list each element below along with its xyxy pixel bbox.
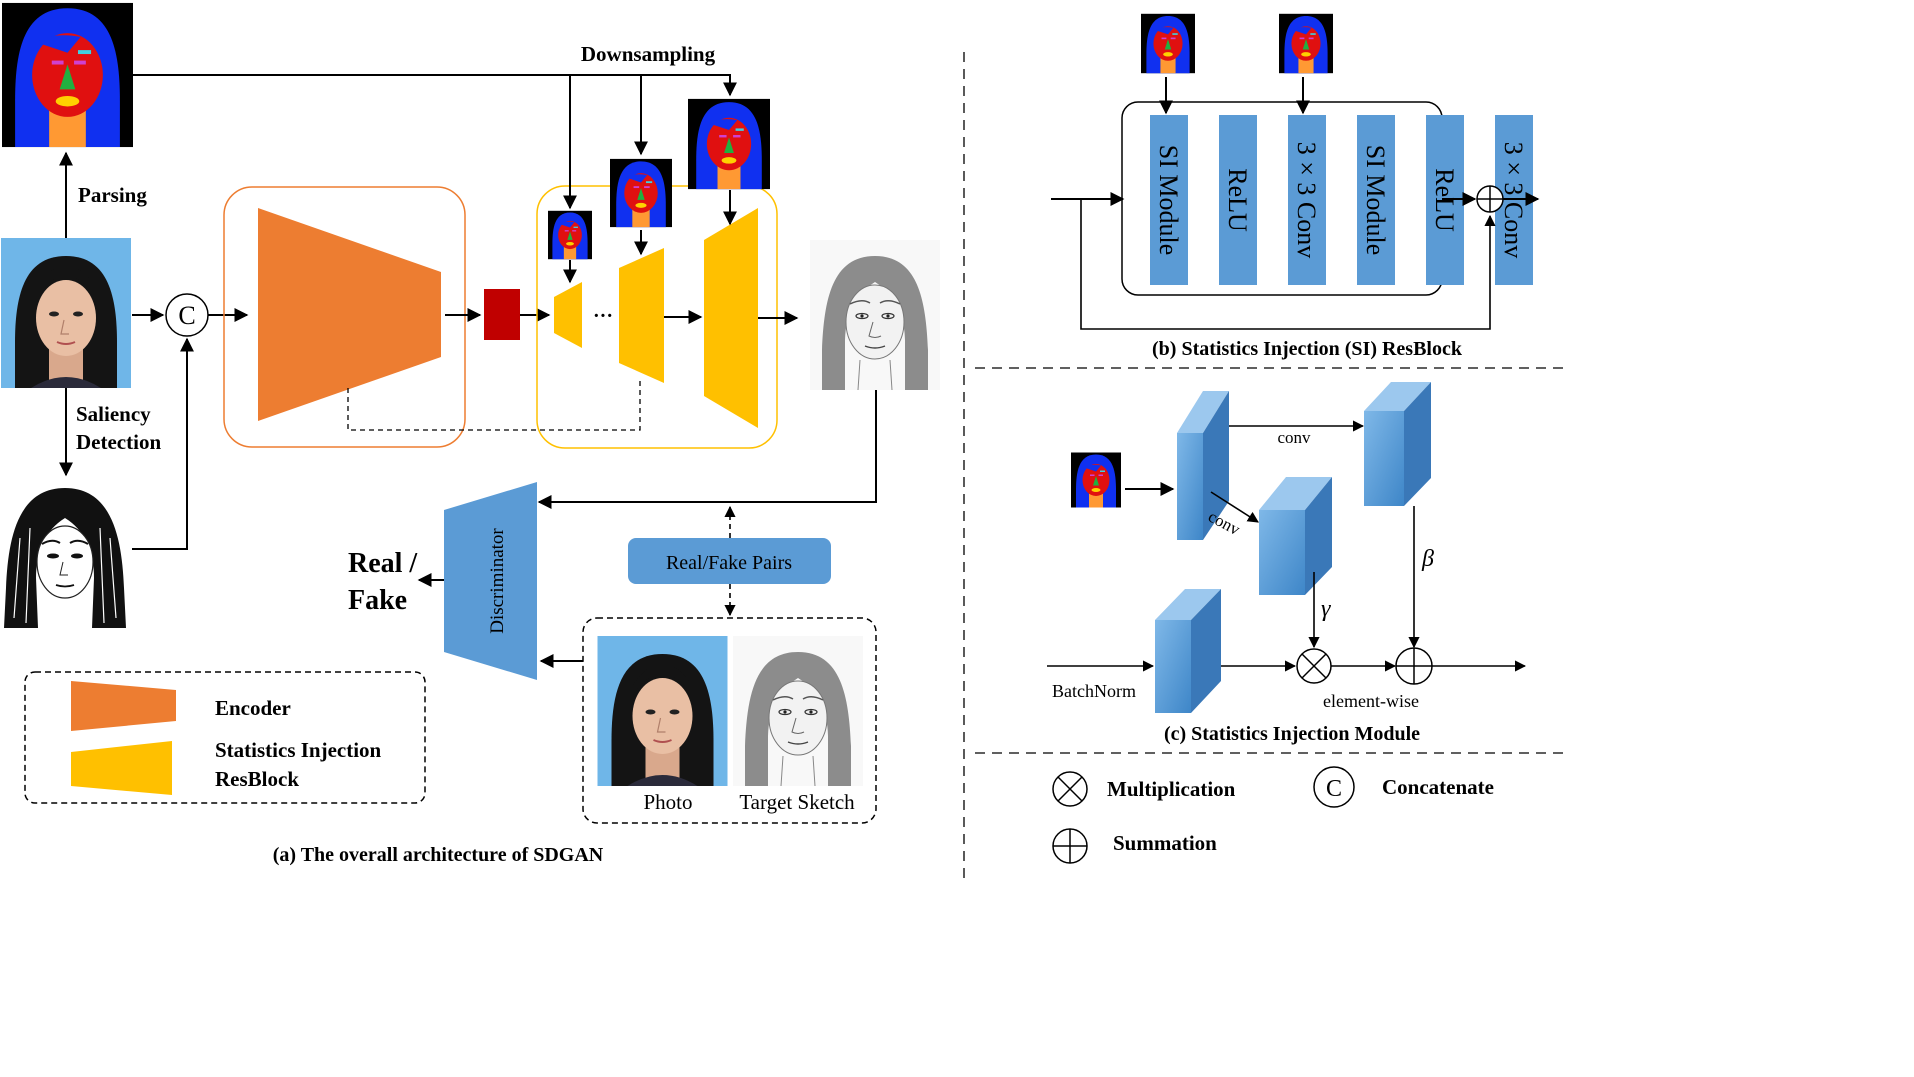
saliency-label-line2: Detection	[76, 430, 161, 454]
encoder-block	[258, 208, 441, 421]
target-sketch-label: Target Sketch	[739, 790, 855, 814]
si-layer-label: 3 × 3 Conv	[1292, 142, 1321, 259]
si-sum-icon	[1476, 185, 1504, 213]
gamma-cube	[1259, 477, 1332, 595]
parsing-label: Parsing	[78, 183, 147, 207]
si-layer-block	[1150, 115, 1188, 285]
legend-box	[24, 671, 426, 804]
batchnorm-label: BatchNorm	[1052, 681, 1136, 701]
ground-truth-box	[582, 617, 877, 824]
legend-encoder-label: Encoder	[215, 696, 291, 720]
si-residual-path	[1080, 199, 1496, 330]
beta-cube	[1364, 382, 1431, 506]
sim-feature-cube	[1177, 391, 1229, 540]
concatenate-icon-letter: C	[1326, 776, 1342, 802]
parsing-map-large	[688, 98, 770, 190]
photo-label: Photo	[643, 790, 692, 814]
caption-b: (b) Statistics Injection (SI) ResBlock	[1152, 338, 1463, 360]
real-fake-label-line2: Fake	[348, 585, 407, 616]
gt-photo-image	[596, 636, 729, 786]
downsampling-line	[133, 74, 737, 97]
saliency-sketch-image	[0, 478, 130, 628]
si-layer-label: ReLU	[1223, 168, 1252, 232]
concat-symbol-letter: C	[178, 301, 195, 330]
skip-connection	[347, 381, 641, 431]
summation-icon	[1052, 828, 1088, 864]
si-layer-block	[1288, 115, 1326, 285]
input-photo-image	[0, 238, 132, 388]
real-fake-pairs-label: Real/Fake Pairs	[666, 552, 792, 574]
saliency-to-concat-arrow	[132, 337, 194, 550]
beta-label: β	[1421, 546, 1434, 572]
symbol-legend: Multiplication C Concatenate Summation	[1052, 766, 1494, 864]
discriminator-label: Discriminator	[487, 528, 508, 634]
si-layer-block	[1357, 115, 1395, 285]
concatenate-icon	[1313, 766, 1355, 808]
panel-c: conv conv γ β BatchNorm	[1047, 382, 1527, 745]
parsing-map-medium	[610, 158, 672, 228]
panel-a: Parsing Saliency Detection C ···	[0, 2, 941, 866]
caption-c: (c) Statistics Injection Module	[1164, 723, 1420, 745]
si-layer-label: SI Module	[1361, 145, 1390, 256]
conv-top-label: conv	[1277, 428, 1311, 447]
sdgan-diagram: Parsing Saliency Detection C ···	[0, 2, 1566, 878]
si-parsing-map-1	[1141, 13, 1195, 74]
si-resblock-small	[554, 282, 582, 348]
parsing-map-image	[2, 2, 133, 148]
batchnorm-cube	[1155, 589, 1221, 713]
si-layer-label: ReLU	[1430, 168, 1459, 232]
sim-parsing-map	[1071, 452, 1121, 508]
multiplication-label: Multiplication	[1107, 777, 1236, 801]
gamma-label: γ	[1321, 596, 1331, 622]
caption-a: (a) The overall architecture of SDGAN	[273, 844, 604, 866]
elementwise-label: element-wise	[1323, 691, 1419, 711]
legend-si-label-line2: ResBlock	[215, 767, 299, 791]
saliency-label-line1: Saliency	[76, 402, 151, 426]
real-fake-label-line1: Real /	[348, 548, 418, 579]
si-layer-label: SI Module	[1154, 145, 1183, 256]
si-layer-block	[1219, 115, 1257, 285]
gt-sketch-image	[732, 636, 864, 786]
legend-encoder-swatch	[71, 681, 176, 731]
legend-si-label-line1: Statistics Injection	[215, 738, 382, 762]
conv-diag-label: conv	[1205, 507, 1244, 540]
encoder-group-box	[223, 186, 466, 448]
si-parsing-map-2	[1279, 13, 1333, 74]
si-resblock-medium	[619, 248, 664, 383]
summation-label: Summation	[1113, 831, 1217, 855]
output-to-discriminator-arrow	[537, 390, 877, 509]
sim-multiply-icon	[1296, 648, 1332, 684]
conv-gamma-arrow	[1210, 491, 1259, 523]
parsing-map-small	[548, 210, 592, 260]
decoder-ellipsis: ···	[593, 305, 613, 327]
multiplication-icon	[1052, 771, 1088, 807]
si-resblock-large	[704, 208, 758, 428]
bottleneck-block	[484, 289, 520, 340]
downsampling-label: Downsampling	[581, 42, 716, 66]
concatenate-label: Concatenate	[1382, 775, 1494, 799]
legend-si-swatch	[71, 741, 172, 795]
sim-sum-icon	[1395, 647, 1433, 685]
real-fake-pairs-box	[628, 538, 831, 584]
discriminator-block	[444, 482, 537, 680]
generated-sketch-image	[809, 240, 941, 390]
